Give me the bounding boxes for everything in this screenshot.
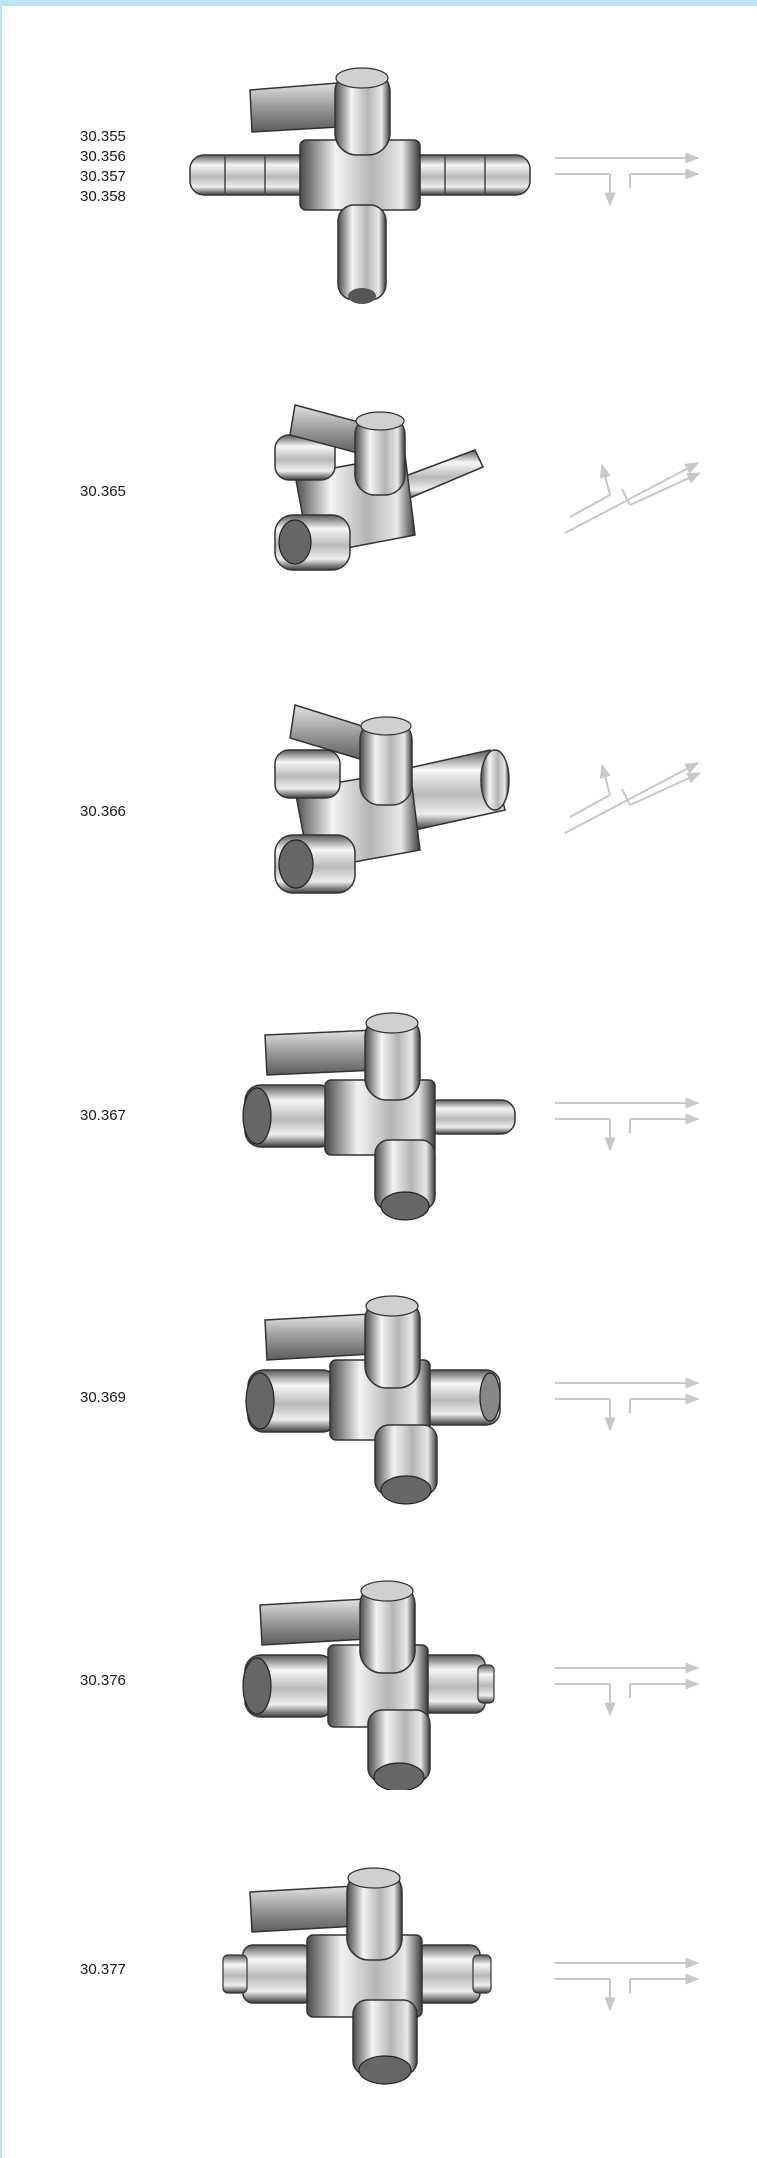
top-accent-bar (0, 0, 757, 6)
product-code: 30.376 (80, 1672, 126, 1689)
product-code: 30.358 (80, 188, 126, 205)
product-code: 30.365 (80, 483, 126, 500)
product-codes: 30.365 (80, 482, 126, 502)
product-codes: 30.376 (80, 1671, 126, 1691)
product-code: 30.356 (80, 148, 126, 165)
flow-diagram-icon (555, 1957, 700, 2012)
valve-illustration (245, 1295, 501, 1505)
product-code: 30.377 (80, 1961, 126, 1978)
product-codes: 30.377 (80, 1960, 126, 1980)
valve-illustration (242, 1012, 516, 1221)
product-code: 30.355 (80, 128, 126, 145)
product-code: 30.366 (80, 803, 126, 820)
valve-illustration (274, 404, 485, 571)
flow-diagram-icon (555, 152, 700, 207)
valve-illustration (189, 67, 531, 304)
product-code: 30.357 (80, 168, 126, 185)
flow-diagram-icon (555, 1097, 700, 1152)
product-codes: 30.366 (80, 802, 126, 822)
valve-illustration (222, 1867, 492, 2085)
flow-diagram-icon (564, 462, 702, 534)
valve-illustration (274, 704, 510, 894)
product-codes: 30.369 (80, 1388, 126, 1408)
product-code: 30.367 (80, 1107, 126, 1124)
flow-diagram-icon (564, 762, 702, 834)
valve-illustration (242, 1580, 495, 1790)
flow-diagram-icon (555, 1662, 700, 1717)
left-accent-border (0, 0, 2, 2158)
product-code: 30.369 (80, 1389, 126, 1406)
product-codes: 30.355 30.356 30.357 30.358 (80, 127, 126, 207)
product-codes: 30.367 (80, 1106, 126, 1126)
flow-diagram-icon (555, 1377, 700, 1432)
